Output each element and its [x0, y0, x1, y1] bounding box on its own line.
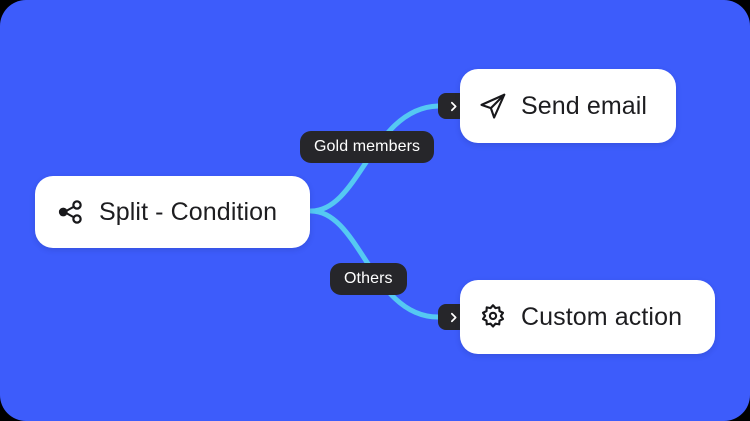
node-split-condition-label: Split - Condition [99, 197, 278, 226]
branch-label-gold-members[interactable]: Gold members [300, 131, 435, 163]
node-send-email[interactable]: Send email [460, 69, 676, 143]
branch-label-others[interactable]: Others [330, 263, 407, 295]
gear-icon [478, 302, 508, 332]
chevron-right-icon [450, 312, 457, 322]
paper-plane-icon [478, 91, 508, 121]
node-custom-action[interactable]: Custom action [460, 280, 715, 354]
node-custom-action-label: Custom action [521, 302, 683, 331]
share-split-icon [55, 197, 85, 227]
branch-label-gold-members-text: Gold members [314, 138, 421, 155]
node-send-email-label: Send email [521, 91, 648, 120]
node-split-condition[interactable]: Split - Condition [35, 176, 310, 248]
branch-label-others-text: Others [344, 270, 393, 287]
chevron-right-icon [450, 101, 457, 111]
